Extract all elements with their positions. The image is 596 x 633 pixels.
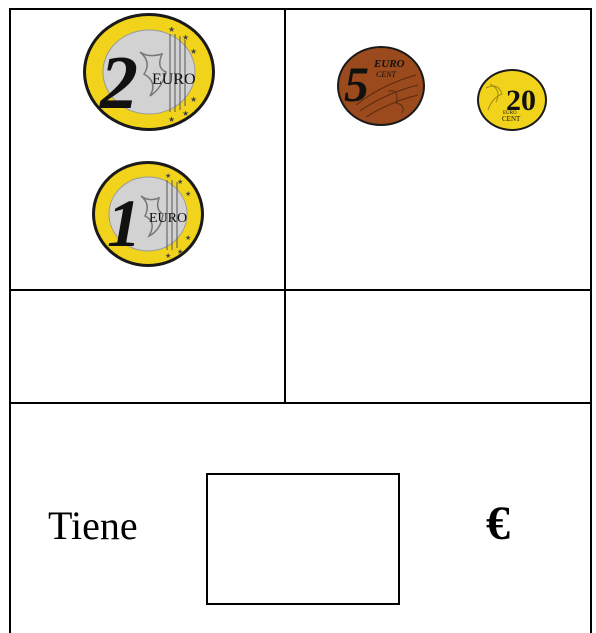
answer-box[interactable] — [206, 473, 400, 605]
svg-text:★: ★ — [168, 115, 175, 124]
svg-text:★: ★ — [185, 190, 191, 198]
twenty-cent-value: 20 — [506, 84, 536, 117]
one-euro-value: 1 — [107, 185, 141, 261]
five-cent-value: 5 — [344, 56, 369, 112]
two-euro-unit: EURO — [152, 71, 196, 88]
five-cent-coin: 5 EURO CENT — [337, 46, 425, 126]
twenty-cent-unit-top: EURO — [503, 111, 517, 116]
one-euro-unit: EURO — [149, 211, 187, 226]
svg-text:★: ★ — [182, 33, 189, 42]
svg-text:★: ★ — [177, 178, 183, 186]
svg-text:★: ★ — [190, 95, 197, 104]
twenty-cent-coin: 20 EURO CENT — [477, 69, 547, 131]
row-divider-1 — [9, 289, 592, 291]
one-euro-coin: ★★★ ★★★ 1 EURO — [92, 161, 204, 267]
outer-border-top — [9, 8, 592, 10]
two-euro-value: 2 — [99, 41, 138, 125]
svg-text:★: ★ — [168, 25, 175, 34]
svg-text:★: ★ — [165, 172, 171, 180]
two-euro-coin: ★★★ ★★★ 2 EURO — [83, 13, 215, 131]
outer-border-right — [590, 8, 592, 633]
tiene-label: Tiene — [48, 503, 138, 548]
outer-border-left — [9, 8, 11, 633]
five-cent-unit-bottom: CENT — [376, 70, 397, 79]
twenty-cent-unit-bottom: CENT — [502, 115, 521, 123]
row-divider-2 — [9, 402, 592, 404]
svg-text:★: ★ — [185, 234, 191, 242]
svg-text:★: ★ — [182, 109, 189, 118]
column-divider — [284, 8, 286, 404]
svg-text:★: ★ — [190, 47, 197, 56]
svg-text:★: ★ — [165, 252, 171, 260]
five-cent-unit-top: EURO — [373, 58, 405, 70]
svg-text:★: ★ — [177, 248, 183, 256]
euro-symbol: € — [486, 497, 510, 550]
